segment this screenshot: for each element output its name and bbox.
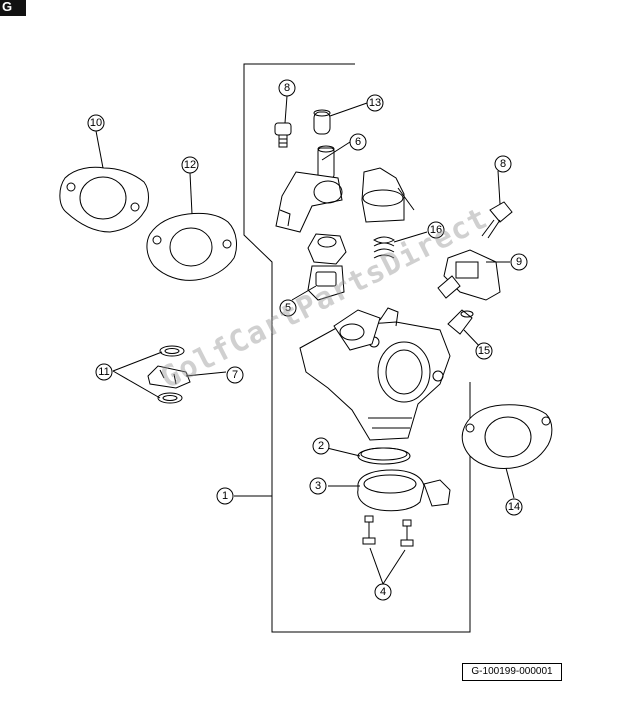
figure-reference: G-100199-000001 (462, 663, 562, 681)
lever-6 (275, 145, 343, 233)
callout-circle-8b (494, 155, 512, 173)
callout-circle-2 (312, 437, 330, 455)
callout-6: 6 (355, 136, 361, 148)
callout-13: 11 (98, 366, 109, 378)
sensor-9 (437, 249, 501, 301)
screws-4 (362, 515, 414, 547)
callout-15: 15 (478, 345, 490, 357)
assembly-bracket (243, 63, 471, 633)
callout-circle-1 (216, 487, 234, 505)
callout-circle-4 (374, 583, 392, 601)
plug-15 (447, 309, 474, 335)
callout-circle-11 (505, 498, 523, 516)
callout-5: 5 (285, 302, 291, 314)
callout-2: 2 (318, 440, 324, 452)
screw-8-right (481, 201, 513, 239)
callout-1: 1 (222, 490, 228, 502)
clip-7 (147, 365, 191, 389)
callout-4: 4 (380, 586, 386, 598)
screw-8-top (274, 122, 292, 148)
sensor-5 (307, 233, 347, 301)
callout-9: 9 (516, 256, 522, 268)
callout-circle-8a (278, 79, 296, 97)
gasket-11 (461, 404, 553, 469)
callout-16: 16 (430, 224, 442, 236)
o-ring-2 (357, 447, 411, 465)
gasket-10 (59, 166, 149, 233)
callout-8a: 8 (284, 82, 290, 94)
throttle-body-1 (299, 307, 451, 441)
cap-14 (313, 109, 331, 135)
callout-circle-10 (87, 114, 105, 132)
callout-14: 13 (369, 97, 381, 109)
leader-lines (95, 95, 515, 585)
o-ring-13-bottom (157, 392, 183, 404)
spring-assembly-16 (361, 167, 415, 259)
callout-10: 10 (90, 117, 102, 129)
callout-8b: 8 (500, 158, 506, 170)
callout-circle-15 (475, 342, 493, 360)
gasket-12 (146, 212, 237, 281)
section-tab: G (0, 0, 26, 16)
callout-3: 3 (315, 480, 321, 492)
adapter-3 (357, 469, 451, 512)
callout-12: 12 (184, 159, 196, 171)
callout-circle-9 (510, 253, 528, 271)
callout-circle-6 (349, 133, 367, 151)
callout-circle-14 (366, 94, 384, 112)
callout-circle-16 (427, 221, 445, 239)
o-ring-13-top (159, 345, 185, 357)
callout-11: 14 (508, 501, 520, 513)
callout-circle-5 (279, 299, 297, 317)
callout-7: 7 (232, 369, 238, 381)
callout-circle-12 (181, 156, 199, 174)
callout-circle-3 (309, 477, 327, 495)
callout-circle-13 (95, 363, 113, 381)
callout-circle-7 (226, 366, 244, 384)
